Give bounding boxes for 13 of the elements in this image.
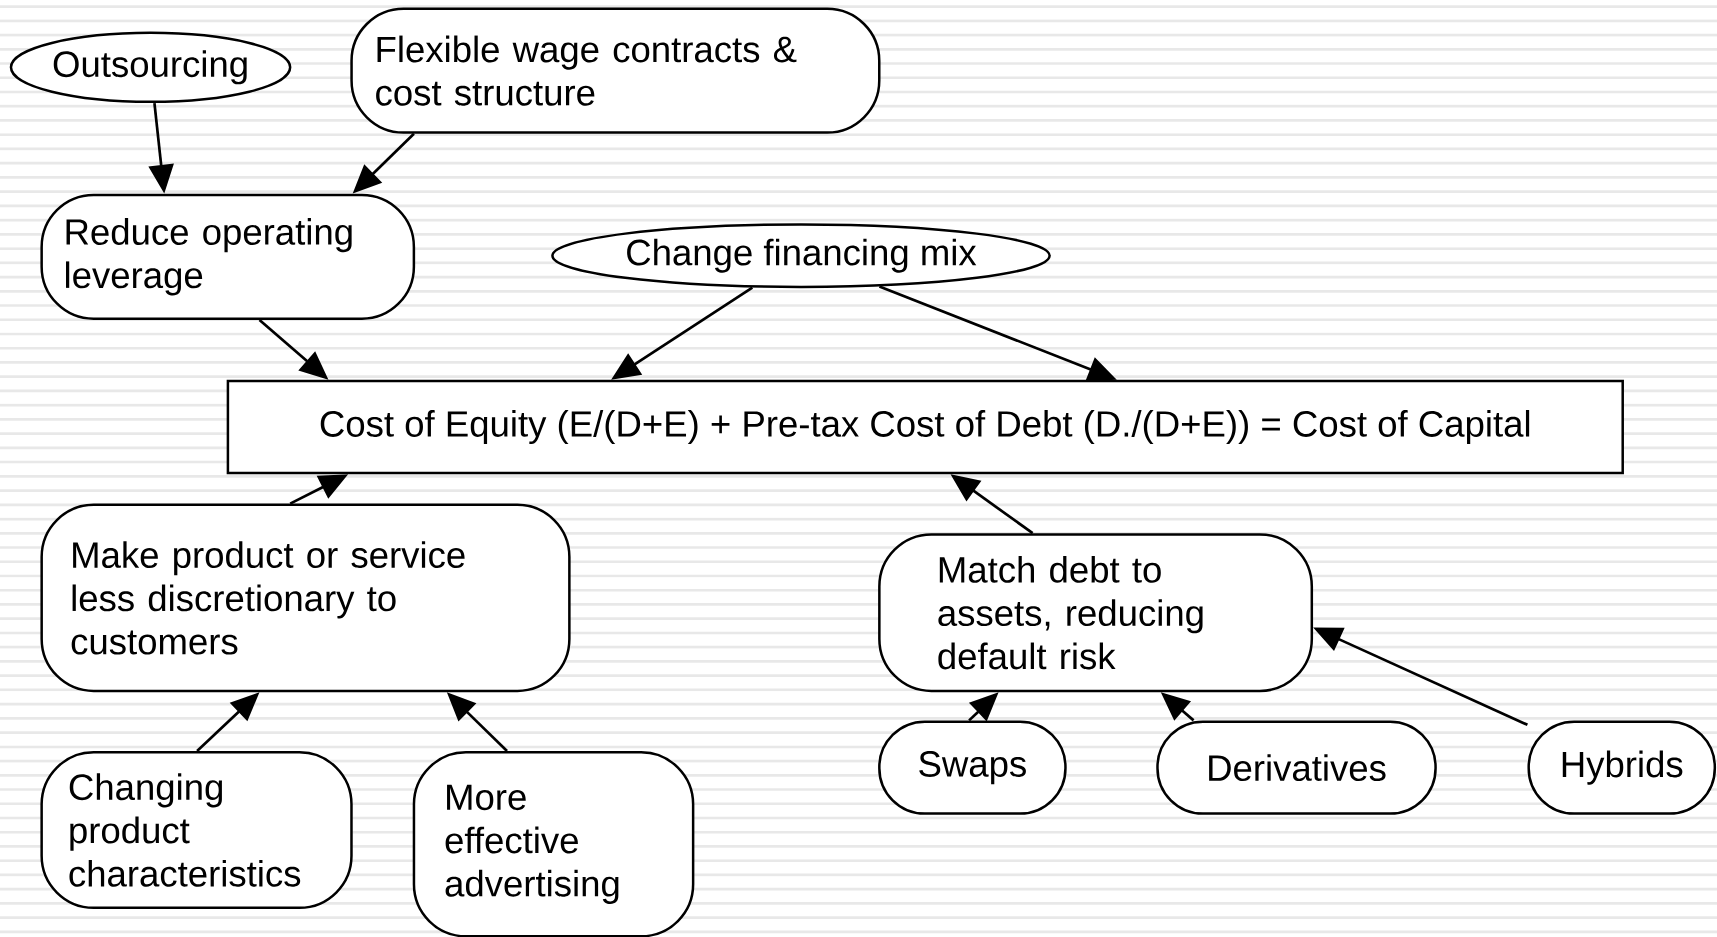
rounded-box: Make product or service less discretionary to customers (40, 503, 571, 693)
rounded-node: Hybrids (1527, 720, 1717, 815)
rounded-box: Flexible wage contracts & cost structure (350, 7, 881, 134)
node-label: Hybrids (1562, 750, 1683, 785)
ellipse-node: Change financing mix (551, 223, 1051, 288)
formula-box: Cost of Equity (E/(D+E) + Pre-tax Cost of Debt (D./(D+E)) = Cost of Capital (226, 379, 1624, 475)
rounded-node: Swaps (878, 720, 1067, 815)
rounded-box: Changing product characteristics (40, 750, 353, 909)
ellipse-node: Outsourcing (9, 31, 292, 103)
rounded-box: Match debt to assets, reducing default risk (878, 533, 1314, 693)
rounded-box: Reduce operating leverage (40, 193, 416, 320)
rounded-node: Derivatives (1156, 720, 1437, 815)
rounded-box: More effective advertising (412, 750, 695, 937)
